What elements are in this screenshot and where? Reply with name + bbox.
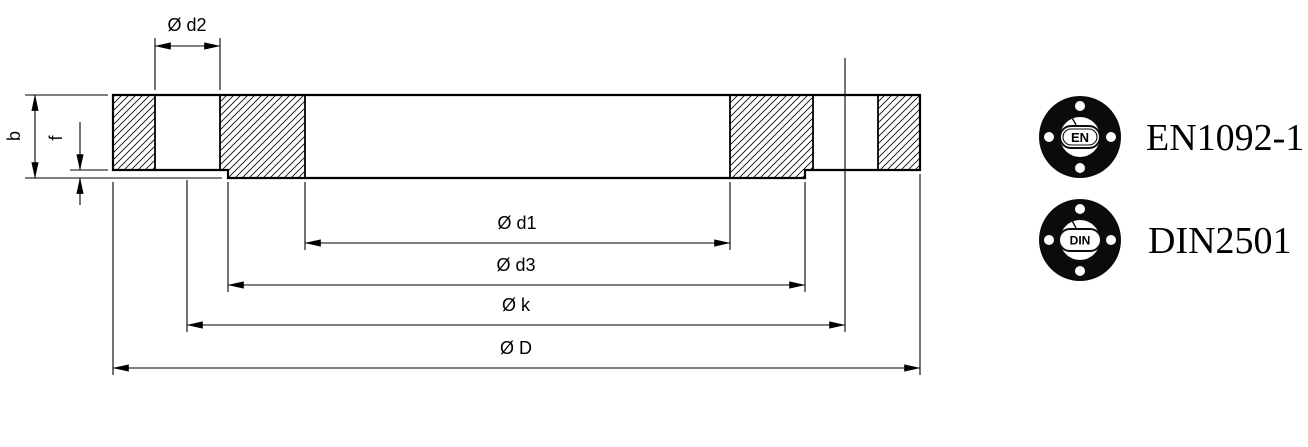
- flange-outline: [111, 93, 922, 180]
- dimension-d2: Ø d2: [154, 15, 221, 90]
- D-label: Ø D: [500, 338, 532, 358]
- extension-lines: [227, 182, 806, 292]
- din-badge-text: DIN: [1070, 234, 1091, 248]
- extension-lines: [186, 58, 846, 332]
- en-standard-label: EN1092-1: [1146, 117, 1304, 159]
- standard-din: DIN DIN2501: [1039, 199, 1292, 281]
- dimension-d1: Ø d1: [304, 182, 731, 250]
- extension-lines: [112, 174, 921, 375]
- hatch-right-rim: [878, 95, 920, 170]
- standard-en: EN EN1092-1: [1039, 96, 1304, 178]
- hatch-right-web: [730, 95, 813, 178]
- en-flange-icon: EN: [1039, 96, 1121, 178]
- din-standard-label: DIN2501: [1148, 220, 1292, 262]
- dimension-b: b: [4, 94, 222, 179]
- extension-lines: [304, 182, 731, 250]
- dimension-D: Ø D: [112, 174, 921, 375]
- d1-label: Ø d1: [497, 213, 536, 233]
- hatch-left-web: [220, 95, 305, 178]
- dimension-f: f: [46, 122, 84, 205]
- k-label: Ø k: [502, 295, 531, 315]
- b-label: b: [4, 131, 24, 141]
- bolt-hole-left-edges: [154, 95, 221, 170]
- bore-edges: [304, 95, 731, 178]
- f-label: f: [46, 135, 66, 141]
- bolt-hole-right-edges: [812, 95, 879, 170]
- hatch-left-rim: [113, 95, 155, 170]
- en-badge-text: EN: [1071, 130, 1089, 145]
- flange-cross-section: [111, 93, 922, 180]
- dimension-k: Ø k: [186, 58, 846, 332]
- d2-label: Ø d2: [167, 15, 206, 35]
- extension-lines: [25, 94, 222, 179]
- din-flange-icon: DIN: [1039, 199, 1121, 281]
- dimension-d3: Ø d3: [227, 182, 806, 292]
- d3-label: Ø d3: [496, 255, 535, 275]
